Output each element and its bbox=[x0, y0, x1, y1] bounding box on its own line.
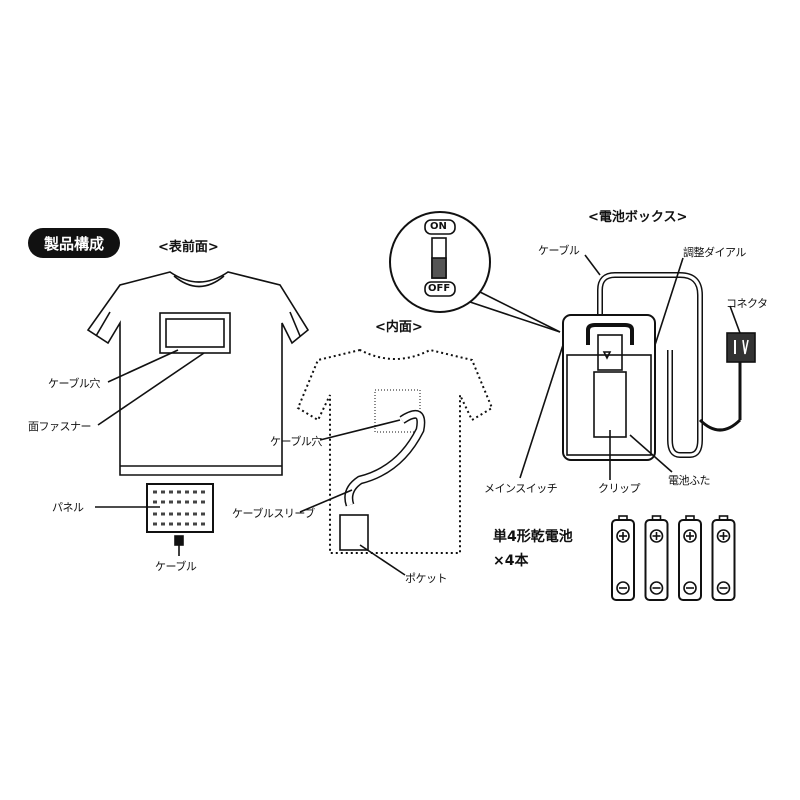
clip-label: クリップ bbox=[598, 482, 641, 495]
connector-label: コネクタ bbox=[726, 297, 768, 310]
front-tshirt bbox=[86, 271, 310, 476]
switch-off-label: OFF bbox=[428, 283, 451, 294]
box-cable-label: ケーブル bbox=[538, 244, 580, 257]
battery bbox=[678, 515, 702, 601]
led-panel bbox=[95, 483, 214, 556]
inside-tshirt bbox=[296, 348, 494, 554]
dial-label: 調整ダイアル bbox=[683, 246, 746, 259]
section-title-badge: 製品構成 bbox=[28, 228, 120, 258]
battery-box-heading: <電池ボックス> bbox=[588, 210, 688, 225]
switch-on-label: ON bbox=[430, 221, 447, 232]
switch-callout bbox=[389, 211, 561, 333]
battery-lid-label: 電池ふた bbox=[668, 474, 711, 487]
front-heading: <表前面> bbox=[158, 240, 219, 255]
battery bbox=[644, 515, 669, 601]
panel-label: パネル bbox=[52, 501, 84, 514]
battery-box bbox=[519, 254, 756, 480]
battery bbox=[611, 515, 635, 601]
aaa-batteries bbox=[611, 515, 736, 601]
pocket-label: ポケット bbox=[405, 572, 448, 585]
main-switch-label: メインスイッチ bbox=[484, 482, 558, 495]
cable-sleeve bbox=[299, 409, 426, 576]
cable-sleeve-label: ケーブルスリーブ bbox=[232, 507, 315, 520]
inside-heading: <内面> bbox=[375, 320, 423, 335]
battery bbox=[711, 515, 736, 601]
batteries-count-label: ×4本 bbox=[493, 553, 529, 569]
batteries-type-label: 単4形乾電池 bbox=[493, 529, 573, 545]
fastener-label: 面ファスナー bbox=[28, 420, 92, 433]
inside-cable-hole-label: ケーブル穴 bbox=[270, 435, 322, 448]
front-cable-hole-label: ケーブル穴 bbox=[48, 377, 100, 390]
panel-cable-label: ケーブル bbox=[155, 560, 197, 573]
